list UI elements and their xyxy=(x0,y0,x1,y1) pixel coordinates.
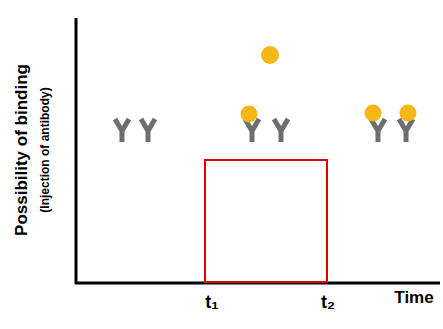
antibody-symbol xyxy=(371,119,385,142)
tick-label: t₂ xyxy=(321,292,335,313)
injection-pulse xyxy=(205,160,327,282)
antibodies xyxy=(115,119,413,142)
antigen-dot xyxy=(400,105,417,122)
axis-subtitle: (Injection of antibody) xyxy=(38,87,52,212)
antigens xyxy=(241,46,417,123)
axis-title: Time xyxy=(394,288,433,308)
antibody-symbol xyxy=(399,119,413,142)
antigen-dot xyxy=(365,105,382,122)
antigen-dot xyxy=(241,106,258,123)
antibody-symbol xyxy=(141,119,155,142)
tick-label: t₁ xyxy=(205,292,218,313)
antigen-dot xyxy=(261,46,279,64)
axis-title: Possibility of binding xyxy=(12,64,32,236)
y-axis xyxy=(75,18,78,284)
antibody-symbol xyxy=(115,119,129,142)
antibody-symbol xyxy=(245,119,259,142)
antibody-symbol xyxy=(274,119,288,142)
